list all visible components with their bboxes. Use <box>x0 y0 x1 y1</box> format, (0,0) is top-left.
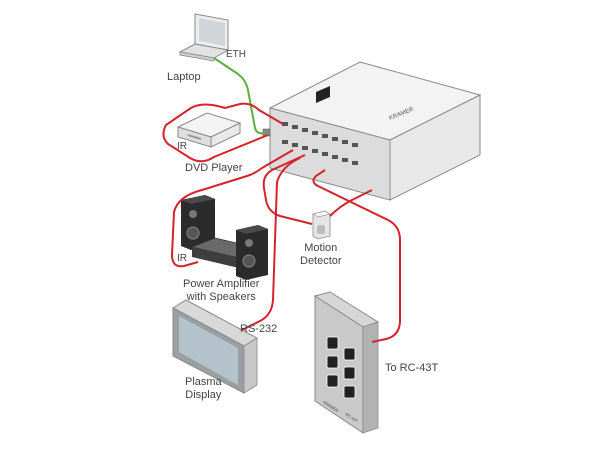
laptop-icon <box>178 13 230 62</box>
plasma-display-label-line2: Display <box>185 389 222 401</box>
rs232-cable <box>241 157 301 331</box>
motion-detector-label-line2: Detector <box>300 255 342 267</box>
eth-label: ETH <box>226 49 246 60</box>
rc43t-cable <box>312 169 401 343</box>
motion-detector-icon <box>312 210 331 240</box>
rc43t-label: To RC-43T <box>385 362 439 374</box>
ir-cable-dvd <box>162 102 284 163</box>
power-amplifier-label-line2: with Speakers <box>186 291 256 303</box>
amp-ir-label: IR <box>177 253 187 264</box>
control-processor-device: KRAMER <box>262 61 482 201</box>
rs232-label: RS-232 <box>240 323 278 335</box>
motion-detector-link <box>329 189 373 217</box>
rc43t-wall-panel-icon: KRAMER RC-43T <box>313 291 380 434</box>
ir-cable-amplifier <box>170 149 294 268</box>
plasma-display-label-line1: Plasma <box>185 376 222 388</box>
power-amplifier-speakers-icon <box>181 195 268 280</box>
dvd-player-label: DVD Player <box>185 162 243 174</box>
plasma-display-label: Plasma Display <box>185 376 222 402</box>
motion-detector-label: Motion Detector <box>300 242 342 268</box>
power-amplifier-label-line1: Power Amplifier <box>183 278 260 290</box>
dvd-ir-label: IR <box>177 141 187 152</box>
eth-cable <box>213 57 267 135</box>
dvd-player-icon <box>176 112 242 148</box>
laptop-label: Laptop <box>167 71 201 83</box>
plasma-display-icon <box>171 299 259 394</box>
motion-detector-label-line1: Motion <box>304 242 338 254</box>
power-amplifier-label: Power Amplifier with Speakers <box>183 278 259 304</box>
